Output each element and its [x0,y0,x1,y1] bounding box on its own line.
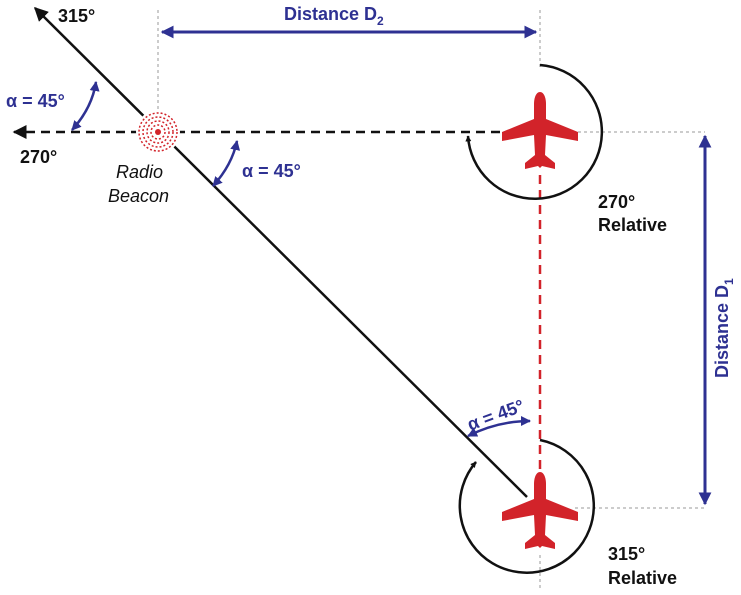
angle-arc-beacon [212,140,241,187]
beacon-label-line2: Beacon [108,186,169,206]
relative-bearing-arc-bottom [458,438,596,574]
relative-bearing-arc-top [465,63,604,201]
relative-270-word: Relative [598,215,667,235]
angle-label-lower-right: α = 45° [465,396,527,435]
aircraft-icon [502,92,578,169]
relative-270-degrees: 270° [598,192,635,212]
angle-label-beacon: α = 45° [242,161,301,181]
angle-arc-lower-right [467,416,531,438]
relative-315-degrees: 315° [608,544,645,564]
bearing-315-label: 315° [58,6,95,26]
angle-label-upper-left: α = 45° [6,91,65,111]
beacon-label-line1: Radio [116,162,163,182]
bearing-315-line [34,7,528,498]
bearing-270-label: 270° [20,147,57,167]
distance-d1-label: Distance D1 [712,278,736,378]
relative-315-word: Relative [608,568,677,588]
distance-d2-label: Distance D2 [284,4,384,28]
angle-arc-upper-left [71,81,100,131]
radio-beacon-icon [136,110,180,154]
